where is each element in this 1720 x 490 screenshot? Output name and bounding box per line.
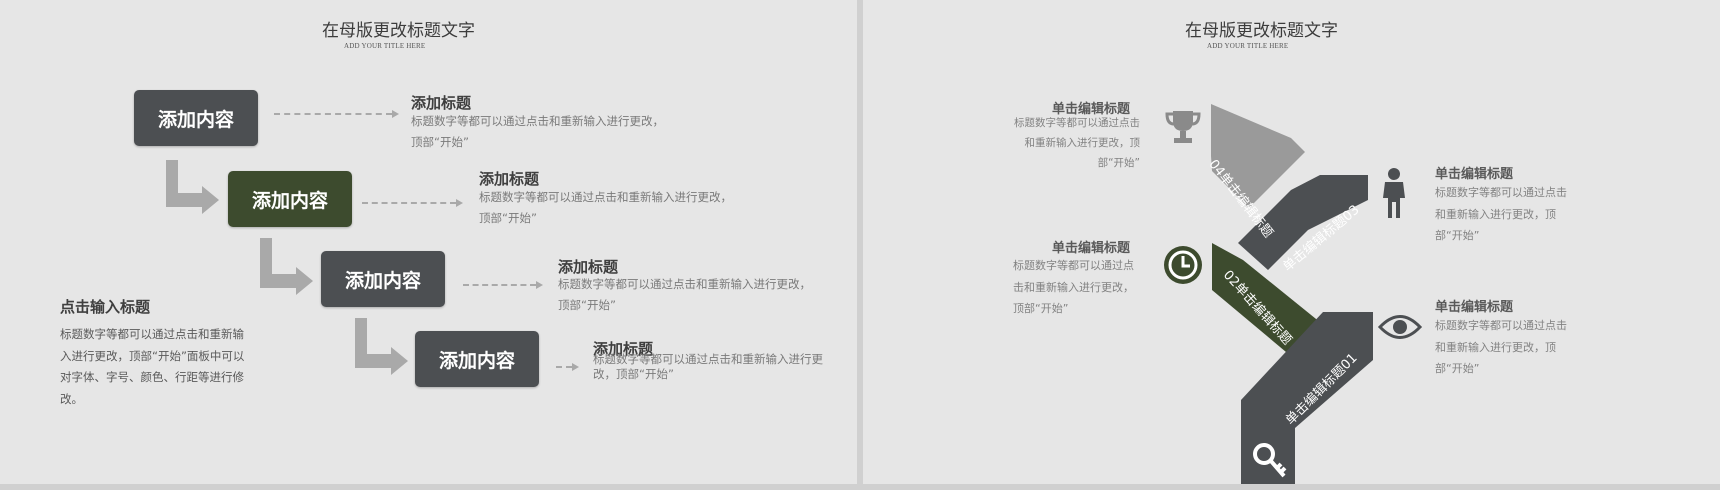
- step-title-3: 添加标题: [558, 258, 619, 276]
- arrow-01: [1241, 312, 1373, 484]
- l-arrow-2: [260, 238, 313, 295]
- item-title-01: 单击编辑标题: [1435, 300, 1514, 315]
- step-desc-3: 标题数字等都可以通过点击和重新输入进行更改，顶部“开始”: [558, 277, 811, 312]
- dashed-arrowhead: [456, 199, 463, 207]
- left-slide: 在母版更改标题文字 ADD YOUR TITLE HERE 添加内容 添加内容 …: [0, 0, 857, 484]
- dashed-arrowhead: [392, 110, 399, 118]
- trophy-icon: [1165, 111, 1201, 143]
- dashed-connector: [556, 366, 572, 368]
- slide-subtitle: ADD YOUR TITLE HERE: [1207, 42, 1289, 50]
- side-title: 点击输入标题: [60, 298, 151, 316]
- arrow-03: [1238, 175, 1368, 270]
- step-desc-2: 标题数字等都可以通过点击和重新输入进行更改，顶部“开始”: [479, 190, 732, 225]
- slide-title: 在母版更改标题文字: [322, 21, 475, 41]
- content-box-4[interactable]: 添加内容: [415, 331, 539, 387]
- step-desc-4: 标题数字等都可以通过点击和重新输入进行更改，顶部“开始”: [593, 352, 823, 381]
- item-title-02: 单击编辑标题: [1052, 241, 1131, 256]
- item-desc-04: 标题数字等都可以通过点击和重新输入进行更改，顶部“开始”: [1014, 117, 1140, 169]
- dashed-connector: [362, 202, 456, 204]
- zigzag-arrows: [1211, 104, 1373, 484]
- dashed-arrowhead: [536, 281, 543, 289]
- dashed-connector: [274, 113, 392, 115]
- slide-subtitle: ADD YOUR TITLE HERE: [344, 42, 426, 50]
- eye-icon: [1378, 315, 1422, 339]
- item-title-04: 单击编辑标题: [1052, 102, 1131, 117]
- arrow-04: [1211, 104, 1305, 208]
- l-arrow-3: [355, 318, 408, 375]
- content-box-1[interactable]: 添加内容: [134, 90, 258, 146]
- l-arrow-1: [166, 160, 219, 214]
- slide-title: 在母版更改标题文字: [1185, 21, 1338, 41]
- clock-icon: [1164, 246, 1202, 284]
- content-box-2[interactable]: 添加内容: [228, 171, 352, 227]
- connector-arrows: [166, 160, 408, 375]
- step-title-2: 添加标题: [479, 170, 540, 188]
- key-icon: [1253, 443, 1287, 478]
- item-title-03: 单击编辑标题: [1435, 167, 1514, 182]
- dashed-arrowhead: [572, 363, 579, 371]
- right-slide: 在母版更改标题文字 ADD YOUR TITLE HERE 04单击编辑标题 单…: [863, 0, 1720, 484]
- step-desc-1: 标题数字等都可以通过点击和重新输入进行更改，顶部“开始”: [411, 114, 664, 149]
- step-title-4: 添加标题: [593, 340, 654, 358]
- item-desc-01: 标题数字等都可以通过点击和重新输入进行更改，顶部“开始”: [1435, 319, 1567, 375]
- content-box-3[interactable]: 添加内容: [321, 251, 445, 307]
- dashed-connector: [463, 284, 536, 286]
- item-desc-03: 标题数字等都可以通过点击和重新输入进行更改，顶部“开始”: [1435, 186, 1567, 242]
- step-title-1: 添加标题: [411, 94, 472, 112]
- item-desc-02: 标题数字等都可以通过点击和重新输入进行更改，顶部“开始”: [1013, 259, 1134, 315]
- arrow-02: [1212, 243, 1321, 357]
- person-icon: [1383, 168, 1405, 218]
- side-desc: 标题数字等都可以通过点击和重新输入进行更改，顶部“开始”面板中可以对字体、字号、…: [60, 327, 245, 406]
